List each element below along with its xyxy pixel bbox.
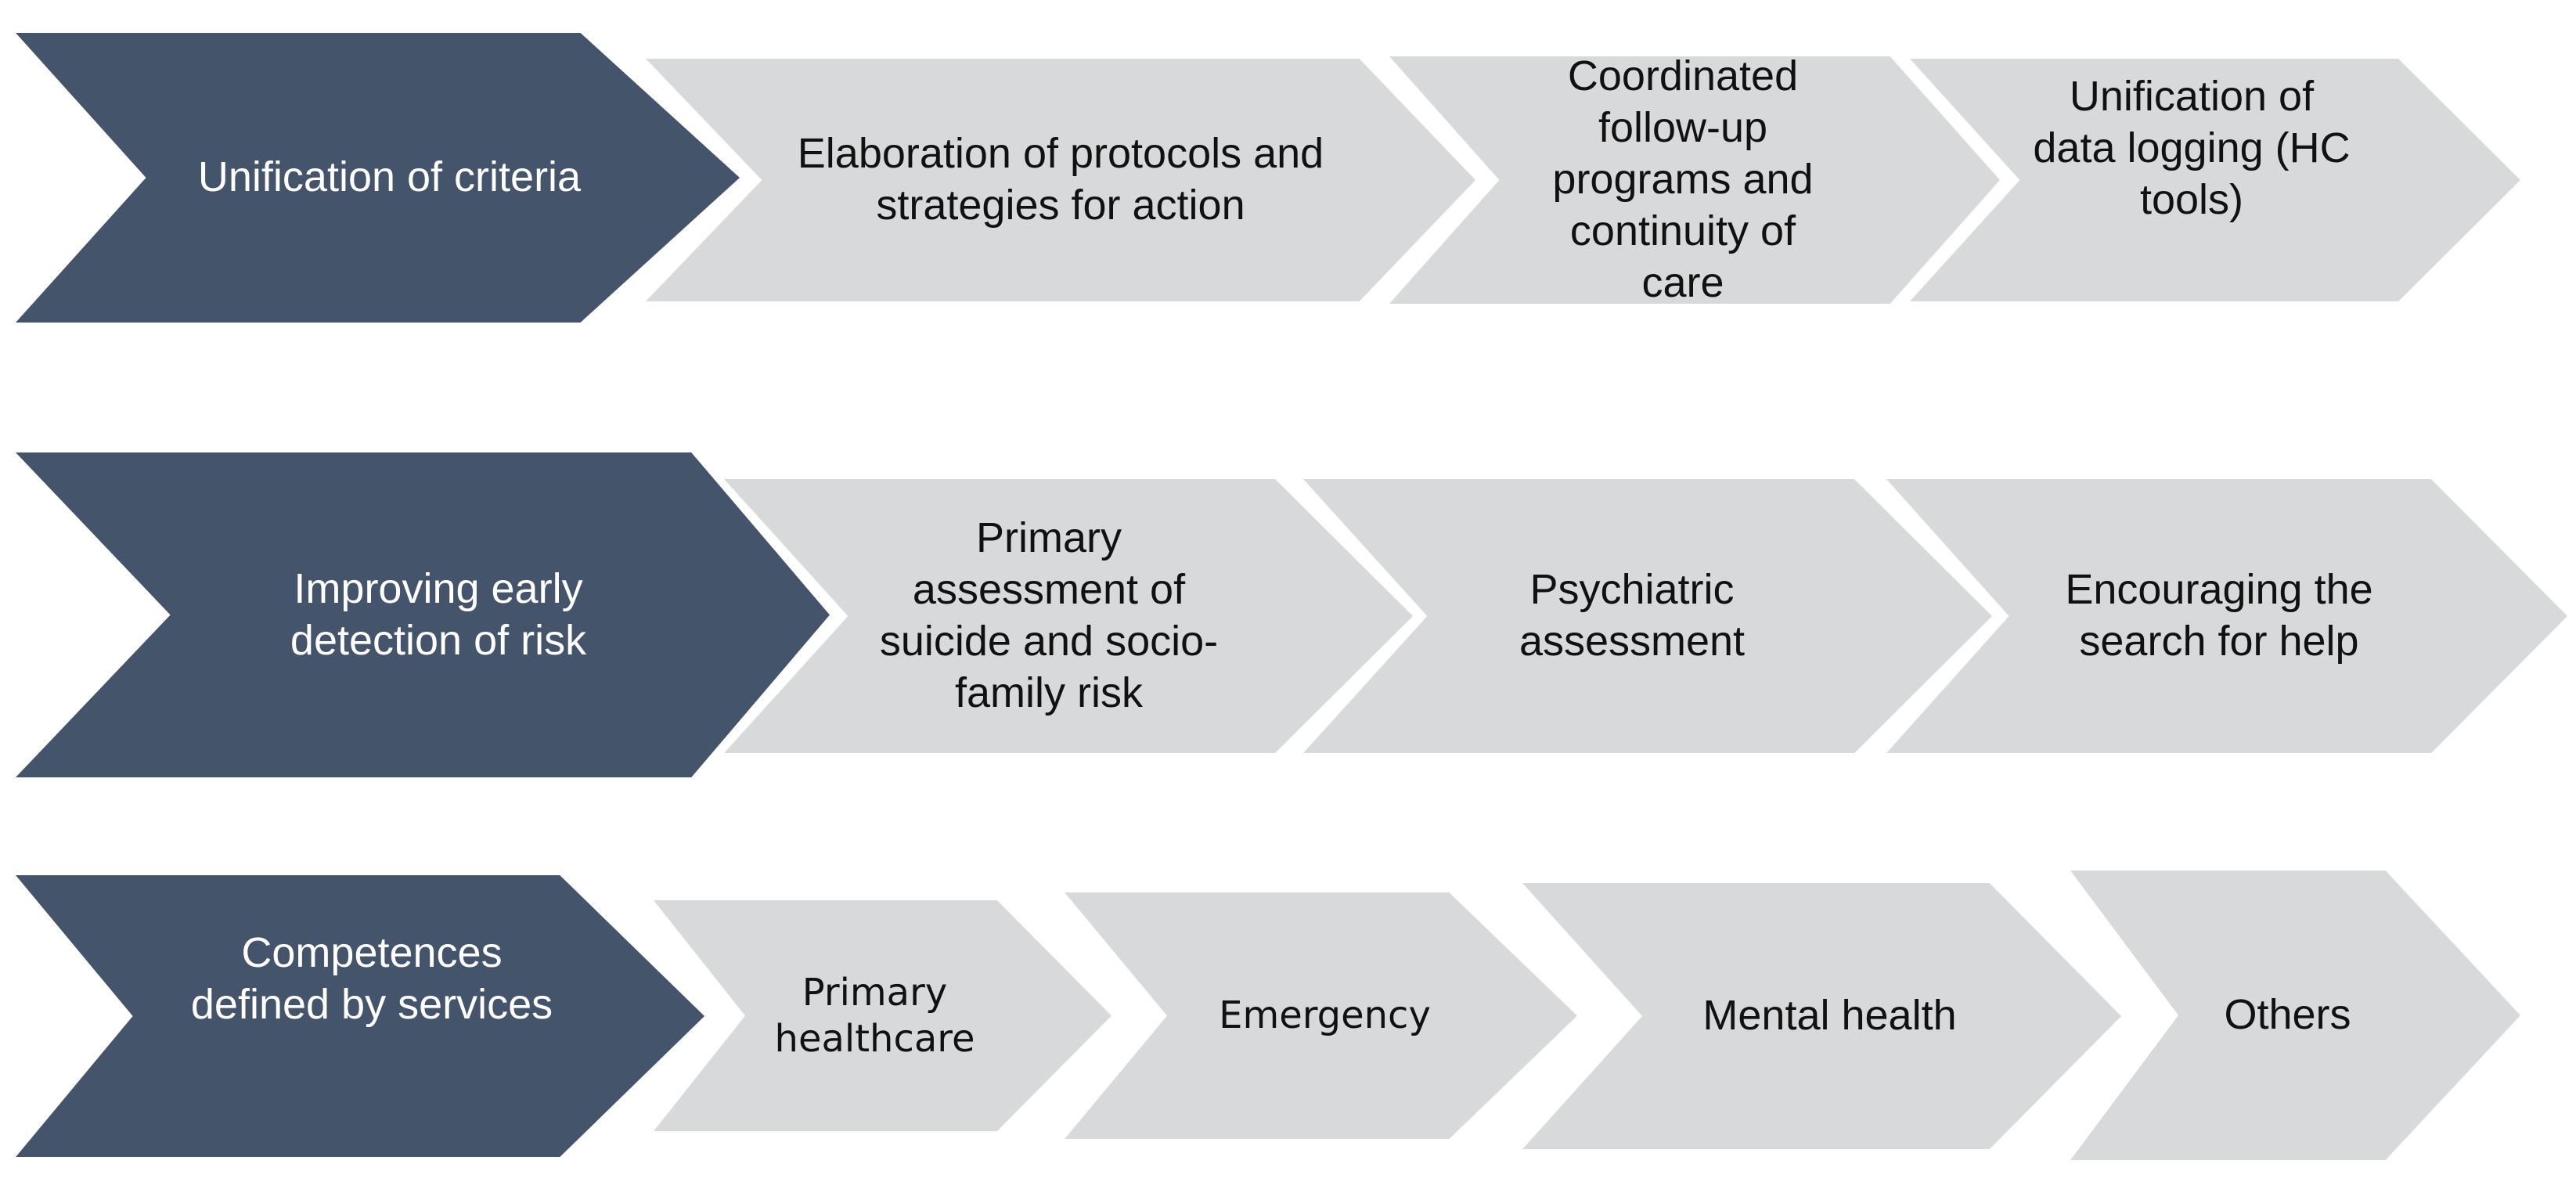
row3-step4-label: Others [2224, 991, 2351, 1039]
chevron-shape [16, 33, 740, 323]
row2-step2-label: Psychiatric assessment [1519, 566, 1746, 665]
chevron-shape [1522, 883, 2121, 1149]
chevron-shape [1065, 892, 1577, 1139]
row2-main-chevron: Improving early detection of risk [16, 452, 830, 777]
row1-step2-chevron: Coordinated follow-up programs and conti… [1389, 52, 2000, 306]
row1-step3-label: Unification of data logging (HC tools) [2033, 73, 2351, 223]
row2-step3-chevron: Encouraging the search for help [1886, 479, 2567, 753]
row2-step1-label: Primary assessment of suicide and socio-… [879, 514, 1219, 716]
chevron-shape [1303, 479, 1992, 753]
row3-step3-chevron: Mental health [1522, 883, 2121, 1149]
chevron-shape [16, 452, 830, 777]
row3-step2-chevron: Emergency [1065, 892, 1577, 1139]
chevron-shape [1886, 479, 2567, 753]
chevron-shape [646, 59, 1475, 301]
row1-step1-label: Elaboration of protocols and strategies … [797, 130, 1324, 229]
chevron-shape [724, 479, 1413, 753]
row3-step4-chevron: Others [2070, 871, 2520, 1160]
chevron-shape [16, 875, 704, 1157]
row3-step2-label: Emergency [1219, 993, 1431, 1038]
chevron-shape [2070, 871, 2520, 1160]
row1-step1-chevron: Elaboration of protocols and strategies … [646, 59, 1475, 301]
row3-step1-label: Primary healthcare [774, 970, 975, 1061]
row2-step3-label: Encouraging the search for help [2065, 566, 2373, 665]
row3-step1-chevron: Primary healthcare [654, 900, 1111, 1131]
row2-main-label: Improving early detection of risk [290, 564, 587, 664]
chevron-shape [1910, 59, 2520, 301]
row2-step2-chevron: Psychiatric assessment [1303, 479, 1992, 753]
row1-step3-chevron: Unification of data logging (HC tools) [1910, 59, 2520, 301]
row3-step3-label: Mental health [1702, 992, 1957, 1040]
row3-main-label: Competences defined by services [190, 928, 553, 1028]
row3-main-chevron: Competences defined by services [16, 875, 704, 1157]
chevron-shape [654, 900, 1111, 1131]
row2-step1-chevron: Primary assessment of suicide and socio-… [724, 479, 1413, 753]
row1-step2-label: Coordinated follow-up programs and conti… [1552, 52, 1814, 306]
row1-main-label: Unification of criteria [197, 153, 582, 201]
row1-main-chevron: Unification of criteria [16, 33, 740, 323]
chevron-shape [1389, 56, 2000, 304]
